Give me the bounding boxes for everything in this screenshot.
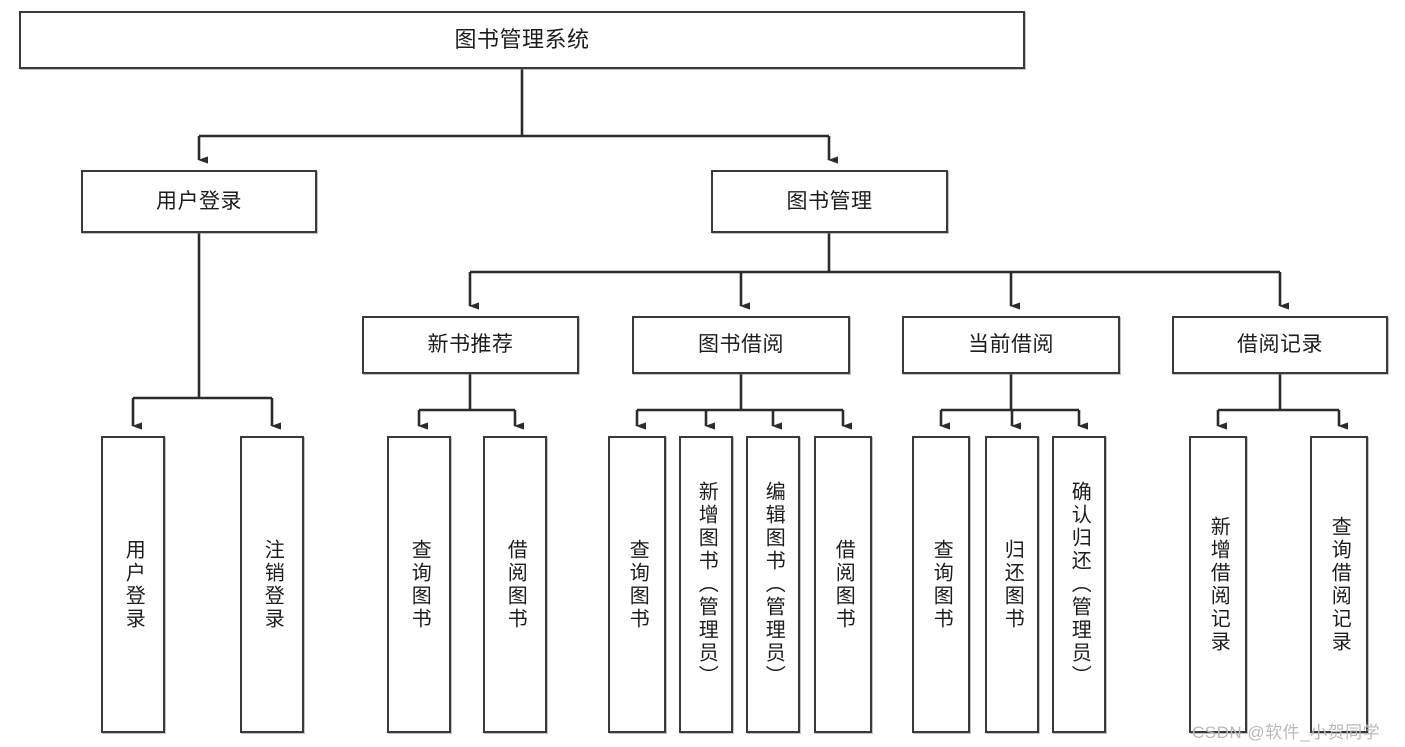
- node-leaf-新增借阅记录-11[interactable]: 新增借阅记录: [1189, 436, 1247, 733]
- node-label: 图书管理: [786, 189, 873, 213]
- node-level3-借阅记录-3[interactable]: 借阅记录: [1172, 316, 1388, 374]
- node-label: 借阅记录: [1237, 333, 1323, 357]
- node-leaf-用户登录-0[interactable]: 用户登录: [101, 436, 165, 733]
- node-leaf-归还图书-9[interactable]: 归还图书: [985, 436, 1039, 733]
- node-label: 借阅图书: [504, 538, 527, 631]
- node-label: 归还图书: [1001, 538, 1024, 631]
- node-label: 查询图书: [626, 538, 649, 631]
- node-leaf-查询图书-2[interactable]: 查询图书: [387, 436, 451, 733]
- node-leaf-借阅图书-7[interactable]: 借阅图书: [814, 436, 872, 733]
- node-label: 新增图书（管理员）: [695, 481, 718, 688]
- node-label: 确认归还（管理员）: [1068, 481, 1091, 688]
- node-label: 编辑图书（管理员）: [762, 481, 785, 688]
- node-label: 图书管理系统: [454, 26, 590, 52]
- node-label: 图书借阅: [698, 333, 784, 357]
- node-label: 当前借阅: [968, 333, 1054, 357]
- node-leaf-新增图书管理员-5[interactable]: 新增图书（管理员）: [679, 436, 733, 733]
- node-level2-图书管理-1[interactable]: 图书管理: [711, 170, 948, 233]
- node-label: 新增借阅记录: [1207, 515, 1230, 654]
- node-level3-当前借阅-2[interactable]: 当前借阅: [902, 316, 1120, 374]
- node-label: 用户登录: [156, 189, 242, 213]
- node-level2-用户登录-0[interactable]: 用户登录: [81, 170, 317, 233]
- node-leaf-编辑图书管理员-6[interactable]: 编辑图书（管理员）: [746, 436, 800, 733]
- watermark: CSDN @软件_小贺同学: [1192, 723, 1381, 742]
- node-level3-新书推荐-0[interactable]: 新书推荐: [362, 316, 579, 374]
- node-label: 查询图书: [930, 538, 953, 631]
- node-root-图书管理系统-0[interactable]: 图书管理系统: [19, 11, 1025, 69]
- node-leaf-查询借阅记录-12[interactable]: 查询借阅记录: [1310, 436, 1368, 733]
- node-leaf-查询图书-8[interactable]: 查询图书: [912, 436, 970, 733]
- node-leaf-确认归还管理员-10[interactable]: 确认归还（管理员）: [1052, 436, 1106, 733]
- node-leaf-查询图书-4[interactable]: 查询图书: [608, 436, 666, 733]
- node-leaf-注销登录-1[interactable]: 注销登录: [240, 436, 304, 733]
- node-leaf-借阅图书-3[interactable]: 借阅图书: [483, 436, 547, 733]
- node-label: 查询图书: [408, 538, 431, 631]
- node-label: 新书推荐: [427, 333, 514, 357]
- node-level3-图书借阅-1[interactable]: 图书借阅: [632, 316, 850, 374]
- node-label: 注销登录: [261, 538, 284, 631]
- node-label: 查询借阅记录: [1328, 515, 1351, 654]
- node-label: 用户登录: [122, 538, 145, 631]
- node-label: 借阅图书: [832, 538, 855, 631]
